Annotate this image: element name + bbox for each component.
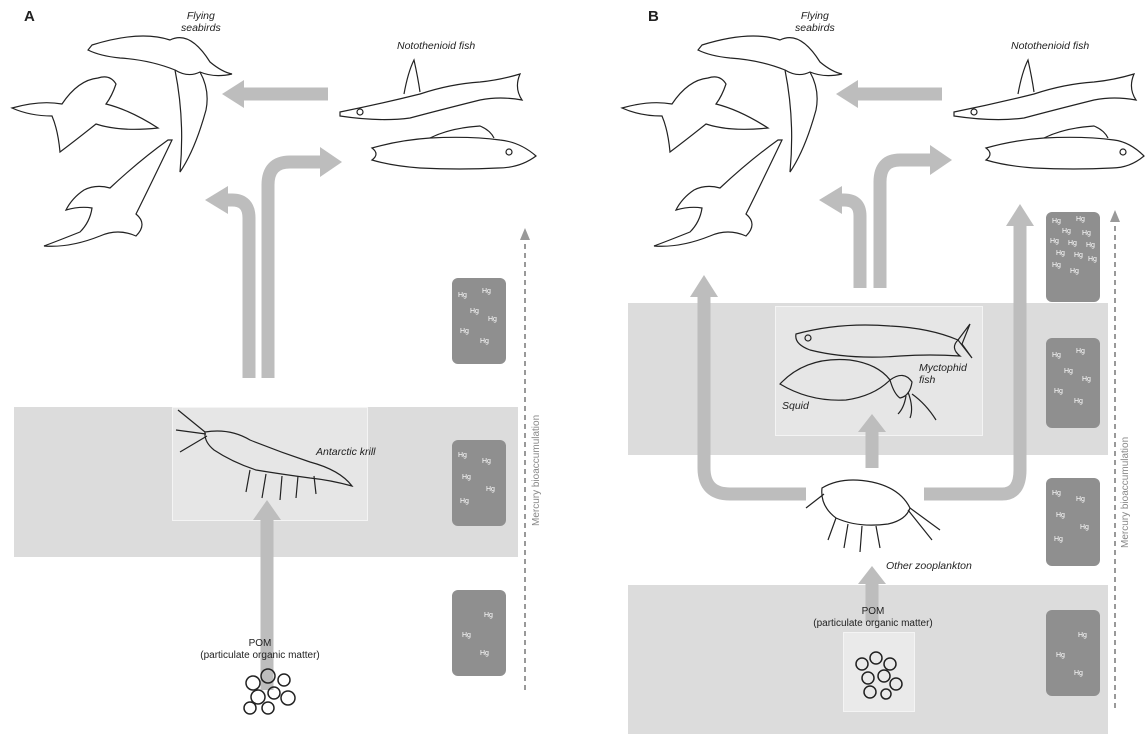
label-notothenioid-fish: Notothenioid fish bbox=[397, 40, 475, 52]
hg-marker: Hg bbox=[1052, 262, 1061, 269]
hg-marker: Hg bbox=[1050, 238, 1059, 245]
hg-marker: Hg bbox=[1062, 228, 1071, 235]
hg-marker: Hg bbox=[486, 486, 495, 493]
hg-marker: Hg bbox=[1076, 496, 1085, 503]
mercury-axis-arrowhead bbox=[520, 228, 530, 240]
hg-marker: Hg bbox=[1052, 352, 1061, 359]
label-squid: Squid bbox=[782, 400, 809, 412]
label-notothenioid-fish: Notothenioid fish bbox=[1011, 40, 1089, 52]
hg-marker: Hg bbox=[1070, 268, 1079, 275]
hg-marker: Hg bbox=[460, 498, 469, 505]
hg-marker: Hg bbox=[1076, 216, 1085, 223]
arrow-zooplankton-to-seabirds bbox=[704, 292, 806, 494]
notothenioid-fish-illustration bbox=[954, 60, 1144, 169]
pom-line-1: POM bbox=[788, 606, 958, 618]
label-antarctic-krill: Antarctic krill bbox=[316, 446, 376, 458]
hg-marker: Hg bbox=[1056, 250, 1065, 257]
mercury-axis-label: Mercury bioaccumulation bbox=[531, 415, 542, 526]
label-flying-seabirds: Flying seabirds bbox=[181, 10, 221, 34]
seabirds-illustration bbox=[622, 36, 842, 246]
hg-marker: Hg bbox=[484, 612, 493, 619]
arrow-myctophid-to-seabirds bbox=[836, 200, 860, 288]
hg-marker: Hg bbox=[460, 328, 469, 335]
notothenioid-fish-illustration bbox=[340, 60, 536, 169]
hg-marker: Hg bbox=[1082, 376, 1091, 383]
seabirds-illustration bbox=[12, 36, 232, 246]
hg-marker: Hg bbox=[462, 474, 471, 481]
panel-a: A bbox=[0, 0, 540, 734]
mercury-axis-arrowhead bbox=[1110, 210, 1120, 222]
label-myctophid-fish: Myctophid fish bbox=[919, 362, 967, 386]
hg-marker: Hg bbox=[1052, 490, 1061, 497]
mercury-axis-label: Mercury bioaccumulation bbox=[1120, 437, 1131, 548]
pom-line-2: (particulate organic matter) bbox=[788, 618, 958, 630]
hg-marker: Hg bbox=[1054, 536, 1063, 543]
hg-marker: Hg bbox=[1078, 632, 1087, 639]
hg-marker: Hg bbox=[1074, 252, 1083, 259]
panel-b: B bbox=[610, 0, 1145, 734]
pom-line-2: (particulate organic matter) bbox=[170, 650, 350, 662]
myctophid-fish-illustration bbox=[796, 324, 972, 358]
hg-marker: Hg bbox=[458, 452, 467, 459]
hg-marker: Hg bbox=[1082, 230, 1091, 237]
hg-marker: Hg bbox=[1056, 652, 1065, 659]
hg-marker: Hg bbox=[470, 308, 479, 315]
hg-marker: Hg bbox=[1052, 218, 1061, 225]
pom-particles-illustration bbox=[856, 652, 902, 699]
label-pom: POM (particulate organic matter) bbox=[170, 638, 350, 662]
label-other-zooplankton: Other zooplankton bbox=[886, 560, 972, 572]
arrow-myctophid-to-fish bbox=[880, 160, 932, 288]
hg-marker: Hg bbox=[1054, 388, 1063, 395]
pom-line-1: POM bbox=[170, 638, 350, 650]
hg-marker: Hg bbox=[480, 650, 489, 657]
hg-marker: Hg bbox=[1056, 512, 1065, 519]
hg-marker: Hg bbox=[1074, 398, 1083, 405]
hg-marker: Hg bbox=[1080, 524, 1089, 531]
hg-marker: Hg bbox=[1074, 670, 1083, 677]
label-flying-seabirds: Flying seabirds bbox=[795, 10, 835, 34]
hg-marker: Hg bbox=[482, 288, 491, 295]
hg-marker: Hg bbox=[1068, 240, 1077, 247]
hg-marker: Hg bbox=[480, 338, 489, 345]
hg-marker: Hg bbox=[458, 292, 467, 299]
arrow-krill-to-seabirds bbox=[222, 200, 249, 378]
hg-marker: Hg bbox=[482, 458, 491, 465]
zooplankton-illustration bbox=[806, 480, 940, 552]
hg-marker: Hg bbox=[488, 316, 497, 323]
label-pom: POM (particulate organic matter) bbox=[788, 606, 958, 630]
hg-marker: Hg bbox=[1088, 256, 1097, 263]
hg-marker: Hg bbox=[1076, 348, 1085, 355]
hg-marker: Hg bbox=[1086, 242, 1095, 249]
hg-marker: Hg bbox=[462, 632, 471, 639]
arrow-krill-to-fish bbox=[268, 162, 322, 378]
hg-marker: Hg bbox=[1064, 368, 1073, 375]
